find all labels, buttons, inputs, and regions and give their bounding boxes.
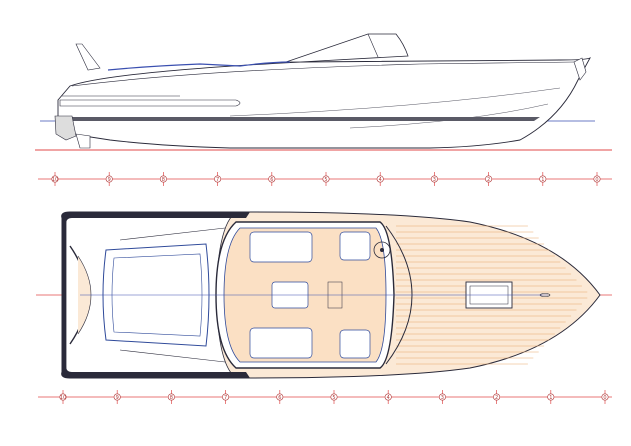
station-label: 6 <box>270 177 273 183</box>
station-label: 5 <box>332 395 335 401</box>
station-marker <box>330 393 338 401</box>
steering-hub-icon <box>380 248 384 252</box>
station-label: 2 <box>495 395 498 401</box>
station-marker <box>51 175 59 183</box>
station-marker <box>322 175 330 183</box>
station-marker <box>547 393 555 401</box>
station-label: 8 <box>162 177 165 183</box>
station-label: 9 <box>116 395 119 401</box>
station-label: 2 <box>487 177 490 183</box>
profile-flag-staff <box>75 43 101 71</box>
station-marker <box>159 175 167 183</box>
profile-rudder <box>75 133 91 149</box>
plan-view <box>36 211 612 379</box>
station-label: 0 <box>595 177 598 183</box>
plan-seat-helm <box>339 231 371 261</box>
station-label: 4 <box>379 177 382 183</box>
profile-sheer-line <box>71 61 576 87</box>
profile-windshield-frame <box>367 33 379 58</box>
station-label: 0 <box>603 395 606 401</box>
station-marker <box>113 393 121 401</box>
station-label: 7 <box>216 177 219 183</box>
plan-side-line-bottom <box>119 349 226 363</box>
profile-chine-line <box>229 87 561 117</box>
station-marker <box>59 393 67 401</box>
steering-wheel-icon <box>373 241 391 259</box>
station-marker <box>430 175 438 183</box>
side-profile-view <box>35 33 612 151</box>
profile-outdrive <box>54 115 77 141</box>
station-marker <box>493 393 501 401</box>
station-marker <box>276 393 284 401</box>
station-label: 10 <box>52 177 58 183</box>
station-marker <box>593 175 601 183</box>
station-marker <box>214 175 222 183</box>
station-marker <box>105 175 113 183</box>
station-label: 1 <box>549 395 552 401</box>
station-label: 3 <box>441 395 444 401</box>
station-marker <box>376 175 384 183</box>
profile-rub-rail <box>59 99 241 107</box>
plan-seat-aft-bottom <box>249 327 313 359</box>
profile-windshield <box>285 33 409 63</box>
station-marker <box>438 393 446 401</box>
station-marker <box>601 393 609 401</box>
station-marker <box>485 175 493 183</box>
station-marker <box>384 393 392 401</box>
station-marker <box>167 393 175 401</box>
plan-seat-aft-top <box>249 231 313 263</box>
station-marker <box>268 175 276 183</box>
station-label: 1 <box>541 177 544 183</box>
profile-boot-stripe <box>58 117 540 121</box>
station-label: 8 <box>170 395 173 401</box>
station-marker <box>539 175 547 183</box>
plan-seat-passenger <box>339 329 371 359</box>
station-label: 5 <box>324 177 327 183</box>
station-label: 9 <box>108 177 111 183</box>
profile-bow-fitting <box>573 57 587 81</box>
profile-cockpit-line <box>107 61 291 71</box>
station-label: 4 <box>387 395 390 401</box>
station-label: 6 <box>278 395 281 401</box>
station-label: 3 <box>433 177 436 183</box>
station-label: 10 <box>60 395 66 401</box>
plan-side-line-top <box>119 227 226 241</box>
profile-hull-outline <box>57 57 591 149</box>
plan-sunpad-inner <box>111 253 203 337</box>
station-label: 7 <box>224 395 227 401</box>
station-marker <box>222 393 230 401</box>
